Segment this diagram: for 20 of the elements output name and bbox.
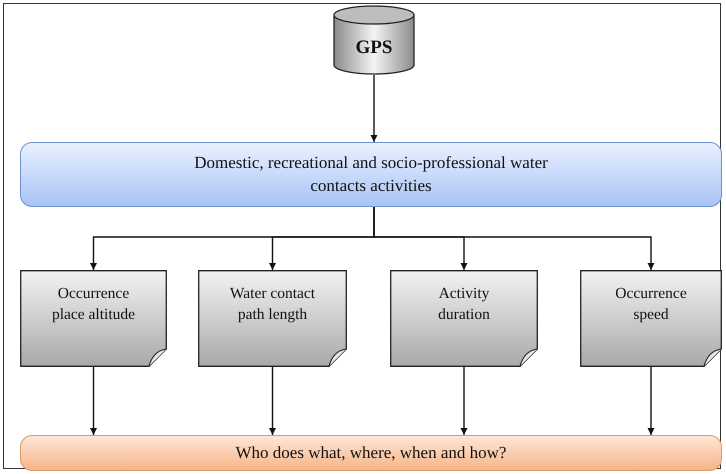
arrow <box>90 367 97 435</box>
document-shape <box>20 270 167 367</box>
node-label: Occurrence speed <box>614 284 688 325</box>
arrow <box>269 367 276 435</box>
document-shape <box>580 270 722 367</box>
document-shape <box>198 270 347 367</box>
node-label: Activity duration <box>437 284 491 325</box>
database-cylinder <box>333 5 415 75</box>
arrow <box>648 367 654 435</box>
process-box <box>20 142 722 207</box>
node-label: GPS <box>356 37 392 59</box>
arrow <box>373 207 654 270</box>
arrow <box>460 367 468 435</box>
arrow <box>370 75 378 142</box>
node-label: Occurrence place altitude <box>50 284 136 325</box>
node-label: Who does what, where, when and how? <box>236 442 506 464</box>
node-label: Domestic, recreational and socio-professional water contacts activities <box>193 152 549 196</box>
document-shape <box>390 270 538 367</box>
node-label: Water contact path length <box>228 284 316 325</box>
result-box <box>20 435 722 471</box>
